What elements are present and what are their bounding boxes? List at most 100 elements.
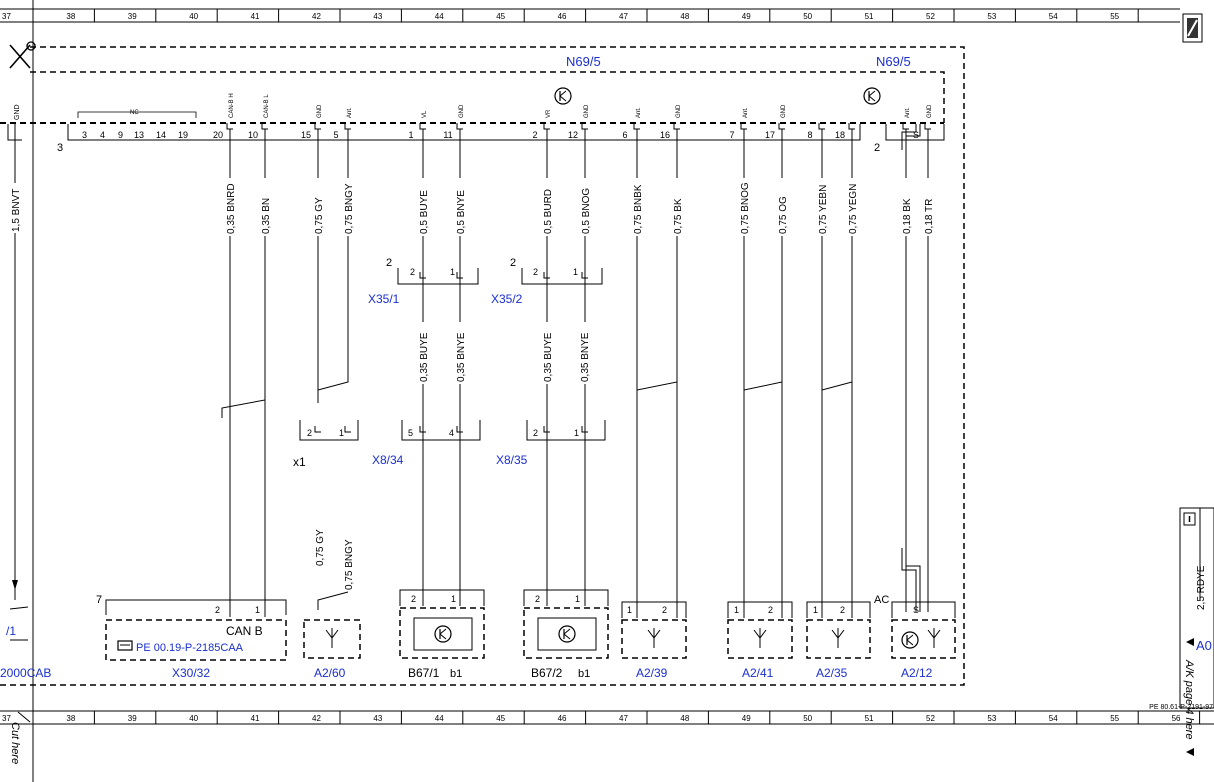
component-b67-2: 2 1 B67/2 b1 [523,589,609,680]
ruler-number: 43 [373,12,382,21]
wire-label-bg [226,178,234,236]
ruler-number: 44 [435,12,444,21]
component-a2-39-label: A2/39 [636,666,668,680]
pin-number: 1 [408,130,413,140]
wire-label: 0,18 TR [924,199,935,234]
pin-terminal [543,426,550,433]
pin-terminal [456,426,463,433]
component-x30-32-title: CAN B [226,624,263,638]
ruler-number: 43 [373,714,382,723]
pin-signal: GND [459,104,465,118]
ruler-number: 42 [312,12,321,21]
left-wire-label: 1,5 BNVT [11,189,22,232]
pin-number: 15 [301,130,311,140]
wire-label: 0,35 BUYE [543,332,554,382]
component-a2-35: 1 2 A2/35 [806,601,871,680]
pin-terminal [261,123,268,130]
connector-left-bracket [7,124,22,141]
pin-number: 2 [411,594,416,604]
antenna-icon [831,628,845,648]
pencil-icon [1182,13,1203,43]
wire-label: 0,35 BUYE [419,332,430,382]
pin-number: 4 [449,428,454,438]
pin-signal: GND [317,104,323,118]
connector-x8-35-label: X8/35 [496,453,528,467]
ruler-number: 45 [496,12,505,21]
pin-signal: GND [927,104,933,118]
wire-label: 0,5 BNYE [456,190,467,234]
wire-label-bg [419,322,427,384]
right-edge-panel: 2,5 RDYE A0 A/K page 4 here [1179,507,1214,740]
pin-terminal [543,123,550,130]
pin-terminal [581,272,588,279]
ruler-number: 45 [496,714,505,723]
pin-terminal [419,123,426,130]
antenna-icon [325,628,339,648]
pin-number: 1 [573,267,578,277]
pin-terminal [419,426,426,433]
ruler-number: 51 [865,714,874,723]
pin-terminal [673,123,680,130]
nc-pin: 19 [178,130,188,140]
right-edge-wire-label: 2,5 RDYE [1196,565,1207,610]
connector-x8-34: 5 4 X8/34 [372,420,481,467]
component-b67-2-label: B67/2 [531,666,563,680]
wire-label-bg [456,322,464,384]
wire-label: 0,75 YEBN [818,185,829,234]
pin-number: 2 [840,605,845,615]
pin-signal: GND [781,104,787,118]
ruler-number: 40 [189,714,198,723]
pin-number: 2 [535,594,540,604]
component-b67-1-label: B67/1 [408,666,440,680]
pin-terminal [419,272,426,279]
wire-label: 0,75 BNBK [633,184,644,234]
nc-label: NC [130,110,139,116]
antenna-icon [647,628,661,648]
pin-number: 2 [215,605,220,615]
pin-number: 20 [213,130,223,140]
wire-label-bg [818,178,826,236]
pin-wire: Ant.70,75 BNOG [729,107,751,618]
pin-number: 2 [662,605,667,615]
module-dashed-top [30,71,945,123]
wire-label: 0,75 BNGY [344,539,355,590]
wire-label: 0,5 BURD [543,189,554,234]
connector-x35-2-label: X35/2 [491,292,523,306]
cut-here-left: Cut here [9,722,21,764]
pin-number: 2 [533,428,538,438]
pin-number: 18 [835,130,845,140]
left-wire: GND 1,5 BNVT [9,104,29,641]
ruler-number: 40 [189,12,198,21]
wire-label: 0,75 BNOG [740,182,751,234]
wire-break [317,591,349,610]
component-a2-60-label: A2/60 [314,666,346,680]
wire-label-bg [924,178,932,236]
ruler-number: 38 [66,12,75,21]
component-a2-60: A2/60 [303,619,361,680]
pin-terminal [848,123,855,130]
component-x30-32: 7 2 1 CAN B PE 00.19-P-2185CAA X30/32 [96,594,287,680]
arrow-left-icon [1186,748,1194,756]
pin-number: 5 [333,130,338,140]
right-edge-note: A/K page 4 here [1183,659,1195,740]
connector-x35-1: 2 2 1 X35/1 [368,257,479,306]
wire-label-bg [543,322,551,384]
wire-label: 0,18 BK [902,198,913,234]
ruler-number: 49 [742,12,751,21]
pin-signal: VL [422,110,428,118]
ruler-number: 53 [987,714,996,723]
x35-wire-labels: 0,35 BUYE 0,35 BNYE 0,35 BUYE 0,35 BNYE [419,332,591,382]
pin-signal: GND [584,104,590,118]
transistor-icon [434,625,452,643]
pin-number: 1 [255,605,260,615]
scissors-icon [17,711,31,723]
wire-break [317,372,349,400]
wire-break [221,390,266,418]
wire-label-bg [633,178,641,236]
wire-label-bg [344,518,352,590]
wire-break [821,372,853,400]
connector-x35-2: 2 2 1 X35/2 [491,257,603,306]
nc-pin: 4 [100,130,105,140]
pin-signal: CAN-B H [229,93,235,118]
